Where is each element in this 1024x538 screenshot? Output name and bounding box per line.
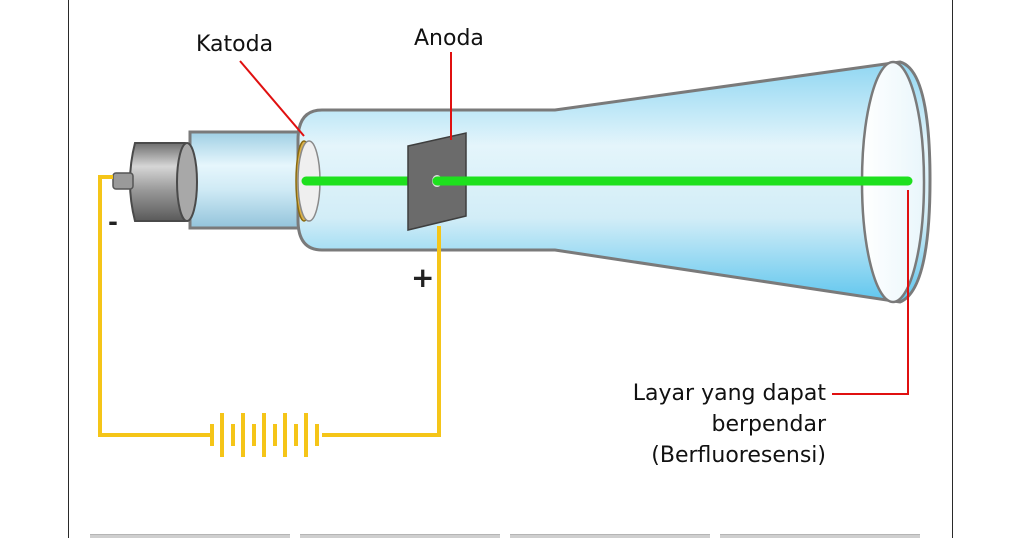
bottom-tab-3	[510, 534, 710, 538]
anode-label: Anoda	[414, 26, 484, 51]
screen-pointer	[832, 190, 909, 395]
tube-neck	[188, 130, 307, 230]
wire-positive	[322, 226, 441, 437]
cathode-cap-end	[176, 142, 198, 222]
bottom-tab-4	[720, 534, 920, 538]
screen-label-line1: Layar yang dapat	[632, 381, 826, 406]
right-frame-line	[952, 0, 953, 538]
left-frame-line	[68, 0, 69, 538]
plus-sign: +	[411, 261, 435, 294]
cathode-label: Katoda	[196, 32, 274, 57]
battery-icon	[210, 413, 319, 457]
screen-label-line3: (Berfluoresensi)	[651, 443, 826, 468]
cathode-pin	[112, 172, 134, 190]
screen-label-line2: berpendar	[711, 412, 826, 437]
cathode-pointer	[239, 60, 305, 137]
minus-sign: -	[108, 208, 118, 236]
bottom-tab-1	[90, 534, 290, 538]
bottom-tab-2	[300, 534, 500, 538]
wire-negative	[98, 175, 212, 437]
